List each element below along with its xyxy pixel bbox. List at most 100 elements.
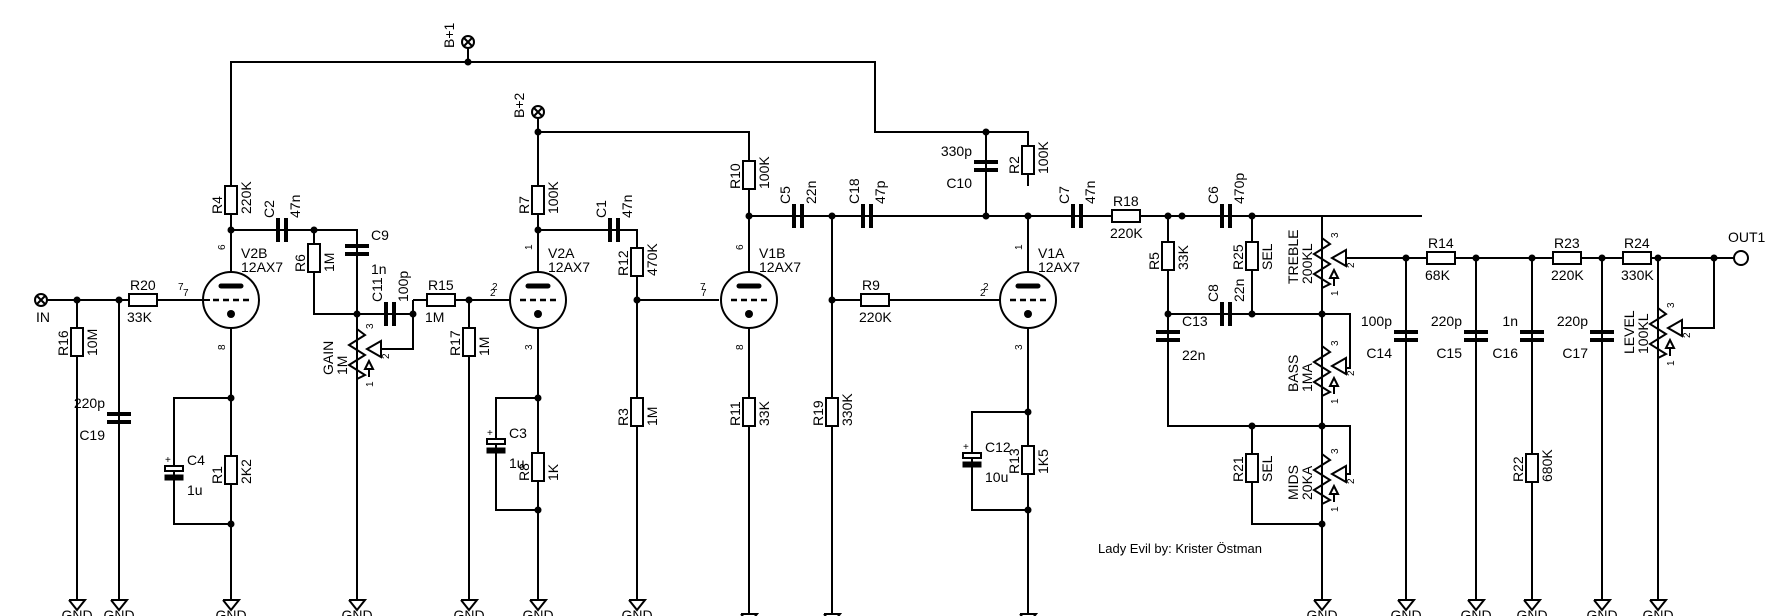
resistor-value: 680K bbox=[1539, 449, 1555, 482]
electrolytic-plate bbox=[962, 461, 982, 468]
pin-number: 7 bbox=[178, 282, 184, 293]
resistor-r25 bbox=[1245, 241, 1259, 271]
pin-number: 3 bbox=[1330, 232, 1341, 238]
resistor-value: 100K bbox=[756, 156, 772, 189]
electrolytic-c12 bbox=[962, 452, 982, 459]
capacitor-ref: C7 bbox=[1056, 186, 1072, 204]
potentiometer-treble bbox=[1312, 232, 1333, 292]
resistor-r18 bbox=[1111, 209, 1141, 223]
wire bbox=[173, 397, 231, 525]
potentiometer-gain bbox=[347, 323, 368, 383]
resistor-value: 1K bbox=[545, 463, 561, 481]
ground-label: GND bbox=[1306, 607, 1337, 616]
resistor-ref: R3 bbox=[615, 408, 631, 426]
resistor-value: 470K bbox=[644, 243, 660, 276]
pin-number: 2 bbox=[490, 288, 496, 299]
capacitor-ref: C2 bbox=[261, 200, 277, 218]
bplus1-terminal-icon bbox=[461, 35, 475, 49]
ground-icon bbox=[1593, 599, 1613, 612]
wire bbox=[971, 411, 1028, 511]
tube-v1b bbox=[720, 271, 778, 329]
pot-value: 1M bbox=[334, 356, 350, 375]
ground-icon bbox=[460, 599, 480, 612]
pot-wiper-arrow bbox=[1329, 248, 1347, 268]
pin-number: 1 bbox=[1014, 244, 1025, 250]
junction-dot bbox=[1178, 212, 1186, 220]
capacitor-ref: C6 bbox=[1205, 186, 1221, 204]
ground-label: GND bbox=[1516, 607, 1547, 616]
resistor-ref: R8 bbox=[516, 463, 532, 481]
resistor-ref: R25 bbox=[1230, 244, 1246, 270]
capacitor-ref: C5 bbox=[777, 186, 793, 204]
capacitor-value: 220p bbox=[1431, 313, 1462, 329]
resistor-ref: R9 bbox=[862, 277, 880, 293]
capacitor-ref: C8 bbox=[1205, 284, 1221, 302]
pin-number: 3 bbox=[1014, 344, 1025, 350]
pin-number: 2 bbox=[980, 288, 986, 299]
resistor-ref: R4 bbox=[209, 196, 225, 214]
pot-taper-head bbox=[1328, 483, 1340, 495]
resistor-r17 bbox=[462, 327, 476, 357]
pot-value: 20KA bbox=[1299, 465, 1315, 500]
potentiometer-mids bbox=[1312, 448, 1333, 508]
resistor-value: 1M bbox=[644, 407, 660, 426]
resistor-ref: R2 bbox=[1006, 156, 1022, 174]
junction-dot bbox=[1318, 520, 1326, 528]
ground-icon bbox=[1397, 599, 1417, 612]
resistor-ref: R18 bbox=[1113, 193, 1139, 209]
ground-label: GND bbox=[1586, 607, 1617, 616]
capacitor-value: 47n bbox=[619, 195, 635, 218]
ground-icon bbox=[529, 599, 549, 612]
resistor-ref: R19 bbox=[810, 400, 826, 426]
tube-type: 12AX7 bbox=[1038, 259, 1080, 275]
ground-icon bbox=[628, 599, 648, 612]
junction-dot bbox=[409, 310, 417, 318]
polarity-mark: + bbox=[487, 428, 493, 439]
wire bbox=[1167, 216, 1252, 427]
resistor-ref: R21 bbox=[1230, 456, 1246, 482]
resistor-ref: R23 bbox=[1554, 235, 1580, 251]
pin-number: 2 bbox=[1346, 370, 1357, 376]
resistor-r3 bbox=[630, 397, 644, 427]
resistor-ref: R24 bbox=[1624, 235, 1650, 251]
ground-label: GND bbox=[341, 607, 372, 616]
wire bbox=[1682, 258, 1715, 329]
capacitor-value: 220p bbox=[74, 395, 105, 411]
wire bbox=[538, 229, 638, 600]
electrolytic-c3 bbox=[486, 438, 506, 445]
pot-wiper-arrow bbox=[1329, 464, 1347, 484]
resistor-r24 bbox=[1622, 251, 1652, 265]
resistor-ref: R20 bbox=[130, 277, 156, 293]
pin-number: 3 bbox=[1330, 340, 1341, 346]
ground-label: GND bbox=[103, 607, 134, 616]
potentiometer-bass bbox=[1312, 340, 1333, 400]
wire bbox=[495, 397, 538, 511]
in-terminal-icon bbox=[34, 293, 48, 307]
capacitor-ref: C17 bbox=[1562, 345, 1588, 361]
pot-name: BASS bbox=[1285, 355, 1301, 392]
resistor-ref: R15 bbox=[428, 277, 454, 293]
pin-number: 7 bbox=[183, 288, 189, 299]
resistor-r8 bbox=[531, 452, 545, 482]
bplus2-label: B+2 bbox=[511, 92, 527, 118]
tube-v2b bbox=[202, 271, 260, 329]
resistor-r22 bbox=[1525, 453, 1539, 483]
wire bbox=[1322, 425, 1351, 475]
pin-number: 1 bbox=[524, 244, 535, 250]
resistor-value: 100K bbox=[545, 181, 561, 214]
tube-ref: V2A bbox=[548, 245, 575, 261]
pot-taper-head bbox=[1664, 337, 1676, 349]
resistor-r23 bbox=[1552, 251, 1582, 265]
capacitor-ref: C1 bbox=[593, 200, 609, 218]
ground-icon bbox=[68, 599, 88, 612]
tube-cathode bbox=[227, 310, 235, 318]
terminal-cross bbox=[463, 37, 473, 47]
pin-number: 1 bbox=[1330, 290, 1341, 296]
terminal-cross bbox=[36, 295, 46, 305]
resistor-ref: R13 bbox=[1006, 448, 1022, 474]
bplus2-terminal-icon bbox=[531, 105, 545, 119]
resistor-r6 bbox=[307, 243, 321, 273]
pin-number: 7 bbox=[700, 282, 706, 293]
resistor-r20 bbox=[128, 293, 158, 307]
